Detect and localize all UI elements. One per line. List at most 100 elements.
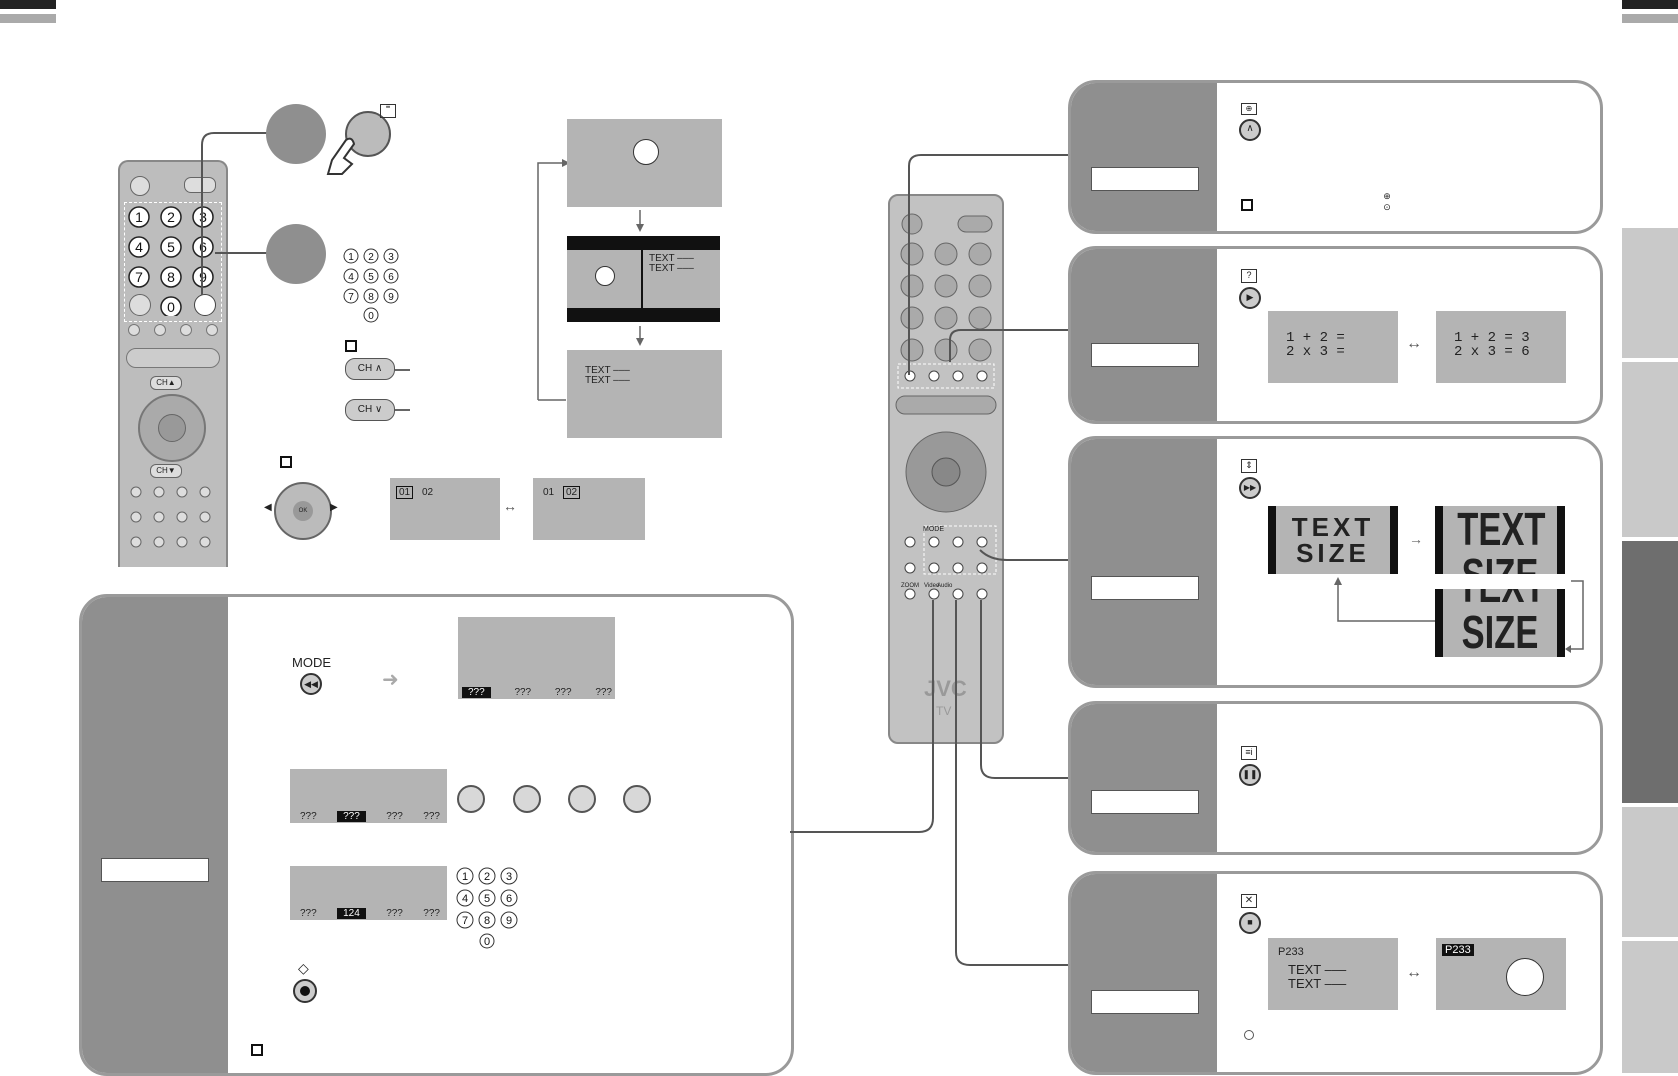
size-bottom-line-1: TEXT bbox=[1457, 589, 1545, 609]
left-connectors bbox=[201, 132, 410, 411]
color-button-yellow[interactable] bbox=[568, 785, 596, 813]
power-button[interactable] bbox=[130, 176, 150, 196]
size-button[interactable]: ▶▶ bbox=[1239, 477, 1261, 499]
text-screen-line-1: TEXT ––– bbox=[585, 365, 630, 376]
arrow-right-icon: ▶ bbox=[330, 502, 338, 513]
cancel-panel-side bbox=[1071, 874, 1217, 1072]
size-panel: ⇕ ▶▶ TEXT SIZE → TEXT SIZE TEXT SIZE bbox=[1068, 436, 1603, 688]
size-icon: ⇕ bbox=[1241, 459, 1257, 473]
cancel-text-screen: P233 TEXT ––– TEXT ––– bbox=[1268, 938, 1398, 1010]
size-bottom-screen: TEXT SIZE bbox=[1435, 589, 1565, 657]
swap-arrow-icon-1: ↔ bbox=[503, 498, 517, 514]
mode-panel-side bbox=[82, 597, 228, 1073]
brand-logo: JVC bbox=[924, 676, 967, 701]
svg-text:2: 2 bbox=[368, 252, 374, 263]
svg-text:0: 0 bbox=[368, 311, 374, 322]
cancel-button[interactable]: ■ bbox=[1239, 912, 1261, 934]
note-square-2 bbox=[280, 456, 292, 468]
remote-video-label: Video bbox=[924, 583, 940, 589]
reveal-after-screen: 1 + 2 = 3 2 x 3 = 6 bbox=[1436, 311, 1566, 383]
hold-icon: ⊕ bbox=[1241, 103, 1257, 115]
volume-bar[interactable] bbox=[126, 348, 220, 368]
size-normal-screen: TEXT SIZE bbox=[1268, 506, 1398, 574]
hold-panel: ⊕ ∧ ⊕⊙ bbox=[1068, 80, 1603, 234]
svg-text:3: 3 bbox=[199, 209, 207, 225]
ch-down-small[interactable]: CH▼ bbox=[150, 464, 182, 478]
swap-arrow-icon-3: ↔ bbox=[1406, 964, 1422, 981]
reveal-button[interactable]: ▶ bbox=[1239, 287, 1261, 309]
mode-screen-2: ??? ??? ??? ??? bbox=[290, 769, 447, 823]
flow-arrows-svg bbox=[537, 159, 644, 401]
svg-text:2: 2 bbox=[167, 209, 175, 225]
color-button[interactable] bbox=[180, 324, 192, 336]
note-square-4 bbox=[1241, 199, 1253, 211]
text-screen-line-2: TEXT ––– bbox=[585, 375, 630, 386]
dpad-small[interactable]: OK bbox=[274, 482, 332, 540]
svg-text:7: 7 bbox=[135, 269, 143, 285]
text-icon: ≡ bbox=[380, 103, 396, 118]
reveal-before-line-2: 2 x 3 = bbox=[1286, 344, 1345, 360]
svg-text:6: 6 bbox=[506, 893, 512, 905]
picture-circle-icon bbox=[1506, 958, 1544, 996]
size-cycle-arrows bbox=[1334, 577, 1584, 653]
diamond-icon: ◇ bbox=[298, 960, 309, 976]
side-tab-active bbox=[1622, 541, 1678, 803]
update-panel-side bbox=[1071, 704, 1217, 852]
text-button-big[interactable] bbox=[345, 111, 391, 157]
ch-up-button[interactable]: CH ∧ bbox=[345, 358, 395, 380]
step-circle-2 bbox=[266, 224, 326, 284]
color-button[interactable] bbox=[154, 324, 166, 336]
text-button-highlight[interactable] bbox=[194, 294, 216, 316]
return-button[interactable] bbox=[129, 294, 151, 316]
svg-text:8: 8 bbox=[167, 269, 175, 285]
svg-text:0: 0 bbox=[167, 299, 175, 315]
dpad-left[interactable] bbox=[138, 394, 206, 462]
cancel-panel-label bbox=[1091, 990, 1199, 1014]
svg-text:3: 3 bbox=[506, 871, 512, 883]
mode-button[interactable]: ◀◀ bbox=[300, 673, 322, 695]
subpage-b-2: 02 bbox=[563, 486, 581, 499]
hold-button[interactable]: ∧ bbox=[1239, 119, 1261, 141]
input-button[interactable] bbox=[184, 177, 216, 193]
subpage-b-1: 01 bbox=[543, 487, 555, 498]
reveal-panel-side bbox=[1071, 249, 1217, 421]
arrow-right-icon: ➜ bbox=[382, 669, 399, 691]
mode-label: MODE bbox=[292, 655, 331, 670]
color-button[interactable] bbox=[206, 324, 218, 336]
top-bar-right bbox=[1622, 0, 1678, 9]
color-button-red[interactable] bbox=[457, 785, 485, 813]
svg-text:8: 8 bbox=[368, 292, 374, 303]
mode-bar-2-item: ??? bbox=[423, 811, 440, 822]
reveal-before-screen: 1 + 2 = 2 x 3 = bbox=[1268, 311, 1398, 383]
tv-screen-text: TEXT ––– TEXT ––– bbox=[567, 350, 722, 438]
ch-down-button[interactable]: CH ∨ bbox=[345, 399, 395, 421]
ok-small[interactable]: OK bbox=[293, 501, 313, 521]
mode-bar-1-item: ??? bbox=[514, 687, 532, 698]
svg-text:1: 1 bbox=[462, 871, 468, 883]
cancel-panel: ✕ ■ P233 TEXT ––– TEXT ––– ↔ P233 bbox=[1068, 871, 1603, 1075]
reveal-before-line-1: 1 + 2 = bbox=[1286, 330, 1345, 346]
split-text-1: TEXT ––– bbox=[649, 253, 694, 264]
record-button[interactable] bbox=[293, 979, 317, 1003]
color-button[interactable] bbox=[128, 324, 140, 336]
svg-text:1: 1 bbox=[135, 209, 143, 225]
note-square-1 bbox=[345, 340, 357, 352]
size-top-line-2: SIZE bbox=[1457, 552, 1543, 574]
color-button-blue[interactable] bbox=[623, 785, 651, 813]
svg-text:0: 0 bbox=[484, 936, 490, 948]
update-button[interactable]: ❚❚ bbox=[1239, 764, 1261, 786]
svg-text:9: 9 bbox=[388, 292, 394, 303]
right-connectors bbox=[790, 154, 1070, 966]
ch-up-small[interactable]: CH▲ bbox=[150, 376, 182, 390]
size-normal-line-1: TEXT bbox=[1291, 512, 1375, 542]
mode-bar-2-item: ??? bbox=[300, 811, 317, 822]
mode-screen-1: ??? ??? ??? ??? bbox=[458, 617, 615, 699]
ok-button[interactable] bbox=[158, 414, 186, 442]
mode-bar-1-item-hl: ??? bbox=[462, 687, 491, 698]
note-square-3 bbox=[251, 1044, 263, 1056]
color-button-green[interactable] bbox=[513, 785, 541, 813]
reveal-icon: ? bbox=[1241, 269, 1257, 283]
numpad-dashed bbox=[124, 202, 222, 322]
split-picture bbox=[567, 250, 641, 308]
